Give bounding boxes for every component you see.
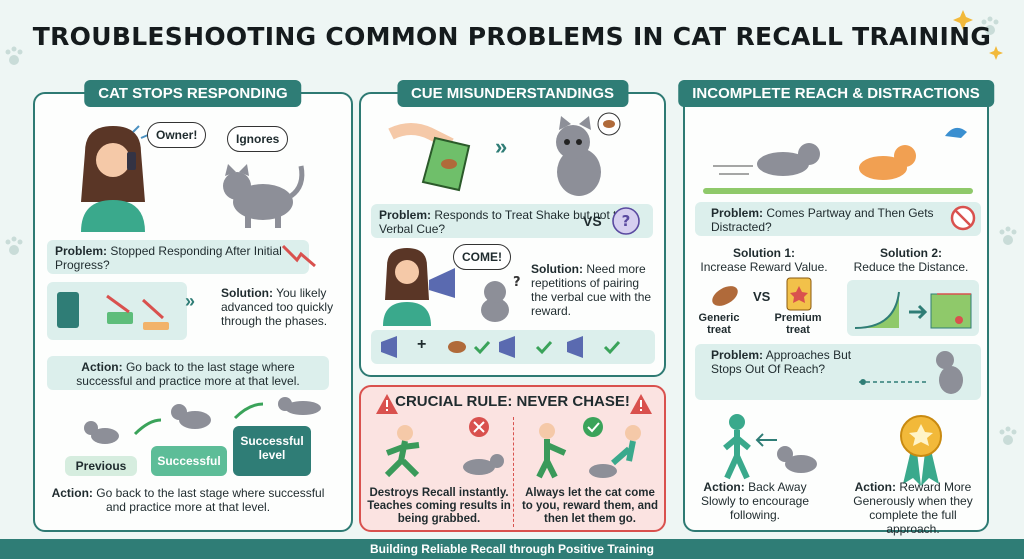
- action-text-block-2: Action: Go back to the last stage where …: [47, 486, 329, 514]
- plus-sign: +: [417, 336, 427, 353]
- solution-text: Need more repetitions of pairing the ver…: [531, 262, 652, 318]
- solution-label: Solution:: [221, 286, 273, 300]
- warning-icon: [376, 394, 398, 414]
- award-ribbon-icon: [900, 415, 942, 486]
- speech-bubble-ignores: Ignores: [227, 126, 289, 152]
- svg-text:?: ?: [622, 212, 631, 230]
- problem-text: Responds to Treat Shake but not to Verba…: [379, 208, 624, 236]
- crucial-rule-panel: CRUCIAL RULE: NEVER CHASE! Destroys Reca…: [359, 385, 666, 532]
- solution2-title: Solution 2:: [880, 246, 942, 260]
- regression-chart-icon: [47, 282, 187, 340]
- warning-icon: [630, 394, 652, 414]
- problem-box-2: Problem: Approaches But Stops Out Of Rea…: [695, 344, 981, 400]
- rule-bad-text: Destroys Recall instantly. Teaches comin…: [367, 487, 511, 525]
- action-back-away-block: Action: Back Away Slowly to encourage fo…: [695, 480, 815, 522]
- solution1-title: Solution 1:: [733, 246, 795, 260]
- svg-text:?: ?: [513, 275, 521, 290]
- generic-treat-icon: [712, 286, 738, 306]
- action-text: Back Away Slowly to encourage following.: [700, 480, 810, 522]
- action-text: Go back to the last stage where successf…: [76, 360, 300, 388]
- speech-bubble-owner: Owner!: [147, 122, 207, 148]
- double-chevron-icon: »: [495, 134, 508, 159]
- question-mark-icon: ?: [612, 207, 640, 235]
- action-box-1: Action: Go back to the last stage where …: [47, 356, 329, 390]
- declining-arrow-icon: [281, 244, 316, 268]
- panel-heading: INCOMPLETE REACH & DISTRACTIONS: [678, 80, 994, 107]
- following-cat-icon: [755, 433, 817, 473]
- stage-successful-level: Successful level: [233, 426, 311, 476]
- owner-megaphone-icon: [383, 248, 455, 326]
- problem-text: Comes Partway and Then Gets Distracted?: [711, 206, 934, 234]
- solution-text: You likely advanced too quickly through …: [221, 286, 334, 328]
- speech-bubble-come: COME!: [453, 244, 511, 270]
- solution1-text: Increase Reward Value.: [700, 260, 828, 274]
- problem-box-1: Problem: Comes Partway and Then Gets Dis…: [695, 202, 981, 236]
- action-text: Reward More Generously when they complet…: [853, 480, 973, 536]
- worried-owner-icon: [81, 125, 149, 232]
- stage-successful: Successful: [151, 446, 227, 476]
- panel-heading: CUE MISUNDERSTANDINGS: [396, 80, 629, 107]
- action-label: Action:: [81, 360, 123, 374]
- rule-divider: [513, 417, 514, 527]
- stage-previous: Previous: [65, 456, 137, 476]
- reduce-distance-diagram: [847, 280, 979, 336]
- panel-cat-stops-responding: CAT STOPS RESPONDING Owner! Ignores Prob…: [33, 80, 353, 532]
- action-label: Action:: [51, 486, 93, 500]
- problem-label: Problem:: [711, 206, 764, 220]
- solution-label: Solution:: [531, 262, 583, 276]
- cat-out-of-reach-icon: [859, 351, 963, 394]
- panel-heading: CAT STOPS RESPONDING: [84, 80, 302, 107]
- chasing-cat-icon: [384, 417, 504, 478]
- panel-cue-misunderstandings: CUE MISUNDERSTANDINGS » Problem: Respond…: [359, 80, 666, 377]
- letting-cat-come-icon: [536, 417, 641, 479]
- premium-treat-label: Premium treat: [774, 312, 822, 336]
- problem-label: Problem:: [379, 208, 432, 222]
- problem-label: Problem:: [55, 244, 108, 258]
- treat-bag-shake-icon: [388, 123, 471, 192]
- person-backing-away-icon: [723, 414, 751, 480]
- progress-cats-icon: [84, 397, 321, 444]
- panel-incomplete-reach: INCOMPLETE REACH & DISTRACTIONS Problem:…: [678, 80, 994, 536]
- generic-treat-label: Generic treat: [698, 312, 740, 336]
- problem-box: Problem: Stopped Responding After Initia…: [47, 240, 309, 274]
- attentive-cat-icon: [556, 112, 621, 196]
- action-text: Go back to the last stage where successf…: [96, 486, 325, 514]
- double-chevron-icon: »: [185, 291, 196, 311]
- problem-box: Problem: Responds to Treat Shake but not…: [371, 204, 653, 238]
- action-label: Action:: [854, 480, 896, 494]
- distracted-cat-scene-icon: [703, 127, 973, 194]
- premium-treat-icon: [786, 277, 812, 311]
- rule-heading: CRUCIAL RULE: NEVER CHASE!: [395, 393, 630, 410]
- vs-label: VS: [583, 213, 602, 229]
- action-reward-more-block: Action: Reward More Generously when they…: [841, 480, 985, 536]
- cue-pairing-sequence: +: [371, 330, 655, 364]
- vs-label: VS: [753, 289, 771, 304]
- no-bird-distraction-icon: [950, 205, 976, 231]
- action-label: Action:: [703, 480, 745, 494]
- megaphone-treat-check-icons: [381, 336, 621, 358]
- ignoring-cat-icon: [223, 164, 305, 228]
- problem-text: Stopped Responding After Initial Progres…: [55, 244, 282, 272]
- confused-cat-icon: ?: [481, 275, 521, 322]
- footer-banner: Building Reliable Recall through Positiv…: [0, 539, 1024, 559]
- problem-text: Approaches But Stops Out Of Reach?: [711, 348, 852, 376]
- problem-label: Problem:: [711, 348, 764, 362]
- page-title: TROUBLESHOOTING COMMON PROBLEMS IN CAT R…: [32, 22, 992, 51]
- solution2-text: Reduce the Distance.: [853, 260, 969, 274]
- solution-text-block: Solution: You likely advanced too quickl…: [221, 286, 337, 328]
- rule-good-text: Always let the cat come to you, reward t…: [521, 487, 659, 525]
- solution-text-block: Solution: Need more repetitions of pairi…: [531, 262, 657, 318]
